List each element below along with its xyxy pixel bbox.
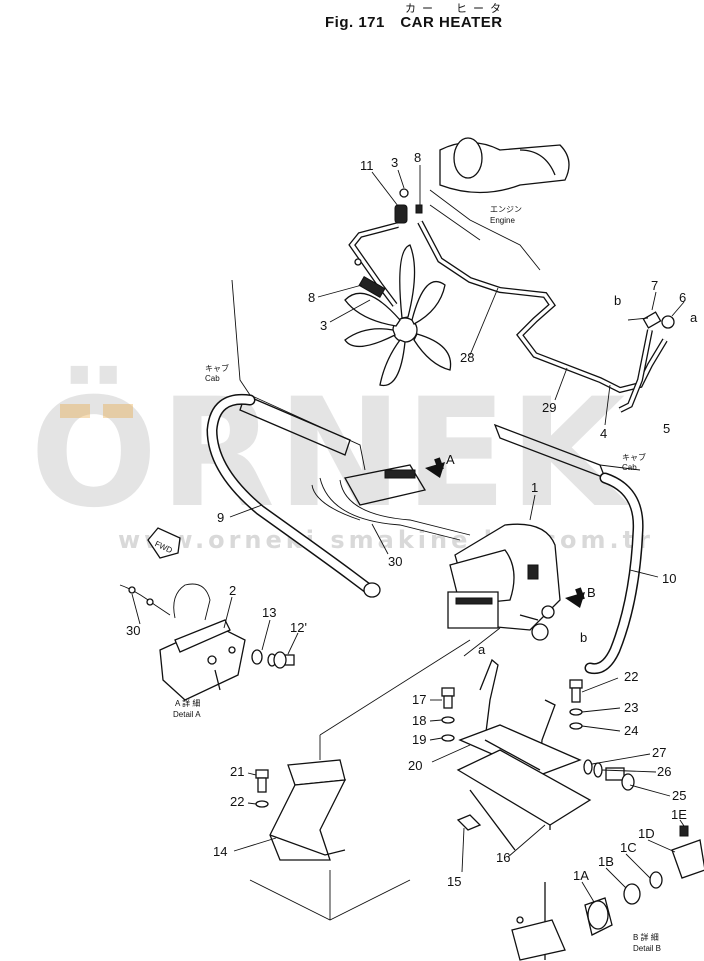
callout-4: 4 — [600, 426, 607, 441]
callout-26: 26 — [657, 764, 671, 779]
callout-8-top: 8 — [414, 150, 421, 165]
bolts-22-23-24 — [569, 679, 583, 730]
plate-16 — [456, 749, 592, 851]
hose-10 — [584, 472, 644, 675]
callout-12: 12' — [290, 620, 307, 635]
detail-b-jp: B 詳 細 — [633, 932, 659, 942]
callout-3-left: 3 — [320, 318, 327, 333]
callout-3-top: 3 — [391, 155, 398, 170]
watermark-brand: ÖRNEK — [30, 365, 630, 541]
callout-14: 14 — [213, 844, 227, 859]
view-b-label: B — [587, 585, 596, 600]
figure-title: Fig. 171 CAR HEATER — [325, 14, 503, 31]
callout-21: 21 — [230, 764, 244, 779]
radiator-fan — [344, 244, 452, 387]
connector-a-top: a — [690, 310, 698, 325]
leader-lines — [131, 165, 685, 903]
callout-22-left: 22 — [230, 794, 244, 809]
watermark: ÖRNEK www.orneki smakine ler.com.tr — [30, 365, 654, 554]
callout-25: 25 — [672, 788, 686, 803]
callout-2: 2 — [229, 583, 236, 598]
callout-1C: 1C — [620, 840, 637, 855]
callout-18: 18 — [412, 713, 426, 728]
cab-left-label: Cab — [205, 374, 220, 383]
watermark-umlaut-right — [103, 404, 133, 418]
figure-title-japanese: カー ヒータ — [405, 2, 507, 15]
callout-29: 29 — [542, 400, 556, 415]
callout-22-right: 22 — [624, 669, 638, 684]
wire-harness-30 — [311, 464, 471, 541]
callout-19: 19 — [412, 732, 426, 747]
callout-23: 23 — [624, 700, 638, 715]
callout-10: 10 — [662, 571, 676, 586]
callout-24: 24 — [624, 723, 638, 738]
callout-27: 27 — [652, 745, 666, 760]
view-a-label: A — [446, 452, 455, 467]
callout-15: 15 — [447, 874, 461, 889]
bracket-20 — [458, 658, 582, 776]
cab-left-label-jp: キャブ — [205, 363, 229, 373]
bolts-17-18-19 — [441, 687, 455, 742]
callout-16: 16 — [496, 850, 510, 865]
connector-a-heater: a — [478, 642, 486, 657]
callout-1: 1 — [531, 480, 538, 495]
cab-frame-left: キャブ Cab — [205, 279, 366, 471]
bolt-25-washers — [583, 759, 635, 791]
callout-1D: 1D — [638, 826, 655, 841]
callout-7: 7 — [651, 278, 658, 293]
watermark-url: www.orneki smakine ler.com.tr — [118, 526, 654, 554]
callout-20: 20 — [408, 758, 422, 773]
callout-17: 17 — [412, 692, 426, 707]
callout-1A: 1A — [573, 868, 589, 883]
cab-right-label: Cab — [622, 463, 637, 472]
detail-a-switch: A 詳 細 Detail A — [119, 583, 246, 719]
callout-30-detail: 30 — [126, 623, 140, 638]
callout-1E: 1E — [671, 807, 687, 822]
callout-13: 13 — [262, 605, 276, 620]
detail-b-valve: B 詳 細 Detail B — [511, 825, 704, 961]
heater-unit — [447, 523, 561, 641]
callout-8-left: 8 — [308, 290, 315, 305]
callout-11: 11 — [360, 158, 374, 173]
callout-1B: 1B — [598, 854, 614, 869]
callout-labels: 11 3 8 8 3 28 7 b 6 a 29 4 5 1 9 30 10 2… — [126, 150, 698, 889]
callout-5: 5 — [663, 421, 670, 436]
water-pipes — [348, 188, 675, 426]
callout-28: 28 — [460, 350, 474, 365]
callout-30-top: 30 — [388, 554, 402, 569]
connector-b-top: b — [614, 293, 621, 308]
engine-label: Engine — [490, 216, 515, 225]
hose-9 — [206, 393, 381, 598]
cab-right-label-jp: キャブ — [622, 452, 646, 462]
bolt-21-washer-22 — [255, 769, 269, 808]
view-arrows: A B — [425, 452, 596, 608]
callout-6: 6 — [679, 290, 686, 305]
detail-a-label: Detail A — [173, 710, 201, 719]
callout-9: 9 — [217, 510, 224, 525]
detail-a-jp: A 詳 細 — [175, 698, 200, 708]
bolt-13-12 — [251, 649, 295, 669]
fwd-arrow: FWD — [147, 527, 181, 559]
engine-assembly: エンジン Engine — [429, 137, 570, 271]
connector-b-heater: b — [580, 630, 587, 645]
detail-b-label: Detail B — [633, 944, 661, 953]
duct-14 — [249, 639, 471, 921]
engine-label-jp: エンジン — [490, 205, 522, 214]
watermark-umlaut-left — [60, 404, 90, 418]
